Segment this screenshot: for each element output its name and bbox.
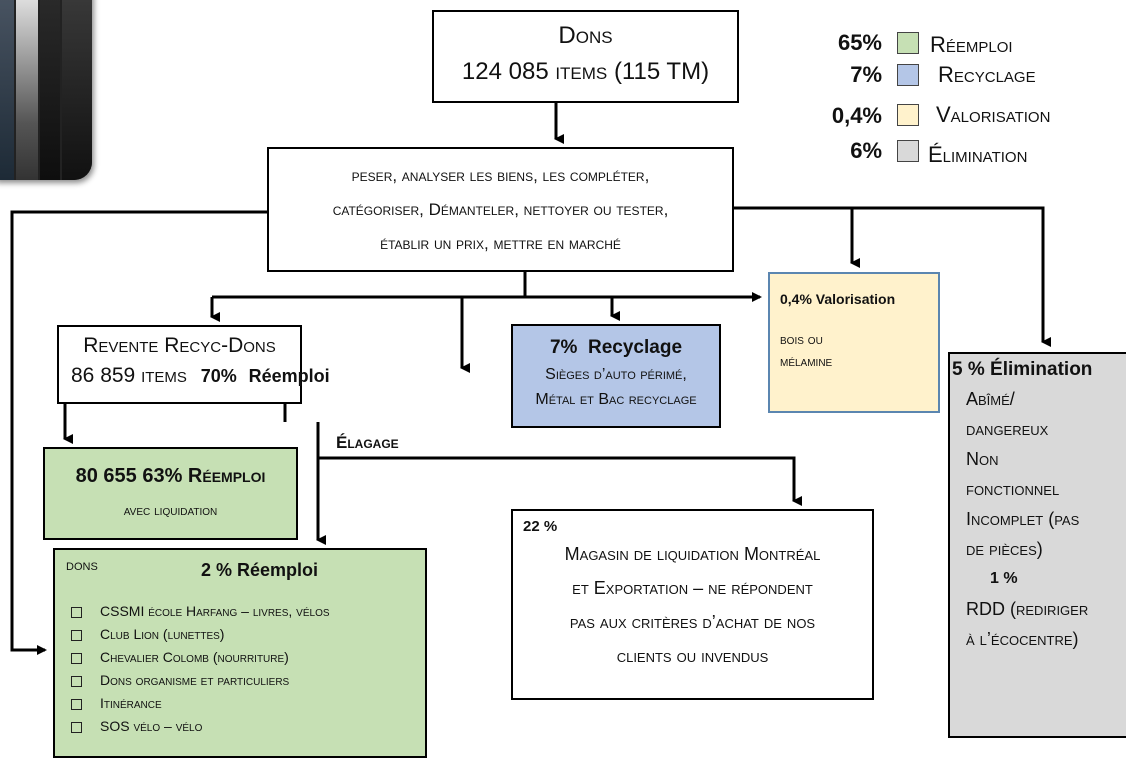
donations-reuse-box: dons 2 % Réemploi CSSMI école Harfang – … xyxy=(53,548,427,758)
elimination-line: Abîmé/ xyxy=(966,389,1015,409)
donations-reuse-title: 2 % Réemploi xyxy=(201,560,319,580)
liquidation-store-box: 22 % Magasin de liquidation Montréal et … xyxy=(511,509,874,700)
elimination-rdd: à l’écocentre) xyxy=(966,629,1079,649)
valorisation-box: 0,4% Valorisation bois ou mélamine xyxy=(768,272,940,413)
process-line: catégoriser, Démanteler, nettoyer ou tes… xyxy=(332,200,669,219)
elimination-rdd: RDD (rediriger xyxy=(966,599,1089,619)
legend-swatch-recyclage xyxy=(897,64,919,86)
store-line: Magasin de liquidation Montréal xyxy=(564,544,821,564)
checkbox-icon xyxy=(71,629,82,641)
donations-label: dons xyxy=(66,557,98,574)
reuse-sub: avec liquidation xyxy=(123,502,218,518)
dvd-spine xyxy=(62,0,92,180)
legend-label-reemploi: Réemploi xyxy=(930,32,1013,57)
legend-pct: 65% xyxy=(837,30,882,55)
elimination-line: Incomplet (pas xyxy=(966,509,1080,529)
recycling-title: 7% Recyclage xyxy=(549,337,683,358)
elimination-line: de pièces) xyxy=(966,539,1043,559)
process-line: établir un prix, mettre en marché xyxy=(380,234,621,253)
list-item: Club Lion (lunettes) xyxy=(71,626,224,642)
reuse-title: 80 655 63% Réemploi xyxy=(75,465,266,487)
legend-pct: 7% xyxy=(850,62,882,87)
resale-stats: 86 859 items 70% Réemploi xyxy=(59,361,330,391)
legend-pct: 0,4% xyxy=(831,103,882,128)
processing-steps-box: peser, analyser les biens, les compléter… xyxy=(267,147,734,272)
donations-total-box: Dons 124 085 items (115 TM) xyxy=(432,10,739,103)
recycling-line: Métal et Bac recyclage xyxy=(535,391,697,408)
store-line: et Exportation – ne répondent xyxy=(572,578,813,598)
reuse-liquidation-box: 80 655 63% Réemploi avec liquidation xyxy=(43,447,298,540)
resale-pct: 70% xyxy=(200,366,237,386)
dvd-spine xyxy=(40,0,60,180)
elimination-box: 5 % Élimination Abîmé/ dangereux Non fon… xyxy=(948,352,1126,738)
legend-label-recyclage: Recyclage xyxy=(938,62,1036,87)
resale-items: 86 859 items xyxy=(71,364,187,387)
list-item: CSSMI école Harfang – livres, vélos xyxy=(71,603,330,619)
recycling-line: Sièges d’auto périmé, xyxy=(545,366,687,383)
list-item: Dons organisme et particuliers xyxy=(71,672,289,688)
checkbox-icon xyxy=(71,652,82,664)
store-line: clients ou invendus xyxy=(616,646,769,666)
dvd-spine xyxy=(16,0,38,180)
checkbox-icon xyxy=(71,698,82,710)
legend-label-elimination: Élimination xyxy=(928,142,1028,167)
checkbox-icon xyxy=(71,675,82,687)
donations-title: Dons xyxy=(558,22,613,49)
process-line: peser, analyser les biens, les compléter… xyxy=(351,166,650,185)
legend-swatch-elimination xyxy=(897,140,919,162)
arrow-left-to-dons xyxy=(10,210,267,655)
dvd-photo xyxy=(0,0,92,180)
legend-swatch-valorisation xyxy=(897,104,919,126)
checkbox-icon xyxy=(71,606,82,618)
valorisation-line: mélamine xyxy=(780,353,833,369)
valorisation-title: 0,4% Valorisation xyxy=(780,291,896,307)
arrow-to-magasin xyxy=(318,456,802,506)
resale-label: Réemploi xyxy=(248,366,330,386)
elimination-title: 5 % Élimination xyxy=(952,359,1093,380)
checkbox-icon xyxy=(71,721,82,733)
donations-items: 124 085 items (115 TM) xyxy=(461,58,710,85)
store-pct: 22 % xyxy=(523,518,558,535)
valorisation-line: bois ou xyxy=(780,331,823,347)
resale-box: Revente Recyc-Dons 86 859 items 70% Réem… xyxy=(57,325,330,404)
elimination-sub-pct: 1 % xyxy=(990,570,1018,587)
legend-swatch-reemploi xyxy=(897,32,919,54)
legend-label-valorisation: Valorisation xyxy=(936,102,1051,127)
pruning-label: Élagage xyxy=(336,433,399,452)
store-line: pas aux critères d’achat de nos xyxy=(569,612,816,632)
elimination-line: fonctionnel xyxy=(966,479,1060,499)
recycling-box: 7% Recyclage Sièges d’auto périmé, Métal… xyxy=(511,324,721,428)
elimination-line: Non xyxy=(966,449,999,469)
arrow-to-elimination xyxy=(734,206,1051,347)
list-item: Itinérance xyxy=(71,695,162,711)
dvd-spine xyxy=(0,0,14,180)
elimination-line: dangereux xyxy=(966,419,1049,439)
list-item: SOS vélo – vélo xyxy=(71,718,202,734)
list-item: Chevalier Colomb (nourriture) xyxy=(71,649,289,665)
legend-pct: 6% xyxy=(850,138,882,163)
resale-title: Revente Recyc-Dons xyxy=(83,334,276,357)
